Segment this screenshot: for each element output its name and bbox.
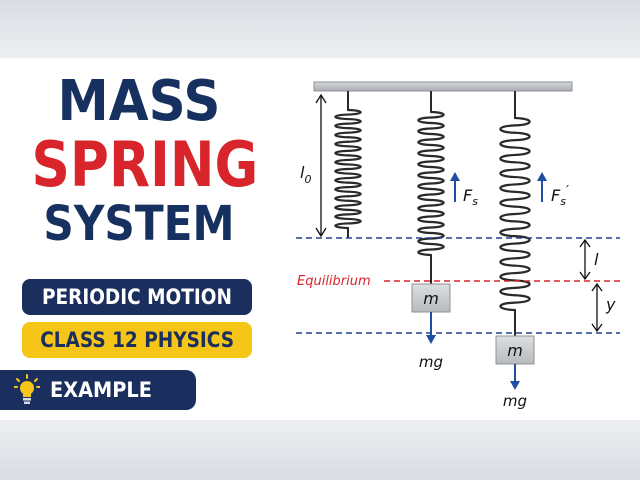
example-badge: EXAMPLE bbox=[0, 370, 196, 410]
spring-force-arrow bbox=[450, 172, 460, 202]
topic-badge: PERIODIC MOTION bbox=[22, 279, 252, 315]
extension-dimension bbox=[579, 238, 591, 281]
spring-displaced bbox=[499, 91, 531, 336]
spring-force-2-arrow bbox=[537, 172, 547, 202]
displacement-dimension bbox=[591, 282, 603, 333]
mass-block-equilibrium bbox=[411, 283, 451, 313]
weight-arrow bbox=[426, 312, 436, 344]
mass-2-label: m bbox=[507, 341, 523, 360]
spring-force-2-label: Fs′ bbox=[551, 184, 569, 208]
spring-equilibrium bbox=[417, 91, 445, 284]
top-band bbox=[0, 0, 640, 58]
ceiling-support bbox=[313, 81, 573, 92]
class-badge-label: CLASS 12 PHYSICS bbox=[40, 328, 234, 352]
extension-label: l bbox=[594, 250, 599, 269]
weight-2-arrow bbox=[510, 364, 520, 390]
spring-force-label: Fs bbox=[463, 186, 478, 208]
natural-length-label: l0 bbox=[300, 163, 311, 186]
weight-label: mg bbox=[419, 353, 443, 371]
lightbulb-icon bbox=[14, 374, 40, 404]
mass-label: m bbox=[423, 289, 439, 308]
weight-2-label: mg bbox=[503, 392, 527, 410]
example-badge-label: EXAMPLE bbox=[50, 378, 152, 402]
natural-length-dimension bbox=[315, 93, 327, 238]
title-line-spring: SPRING bbox=[31, 128, 259, 201]
class-badge: CLASS 12 PHYSICS bbox=[22, 322, 252, 358]
topic-badge-label: PERIODIC MOTION bbox=[42, 285, 232, 309]
title-line-mass: MASS bbox=[57, 69, 221, 134]
mass-block-displaced bbox=[495, 335, 535, 365]
spring-unstretched bbox=[334, 91, 362, 238]
title-line-system: SYSTEM bbox=[43, 196, 235, 252]
equilibrium-label: Equilibrium bbox=[297, 274, 371, 289]
bottom-band bbox=[0, 420, 640, 480]
displacement-label: y bbox=[605, 295, 616, 314]
